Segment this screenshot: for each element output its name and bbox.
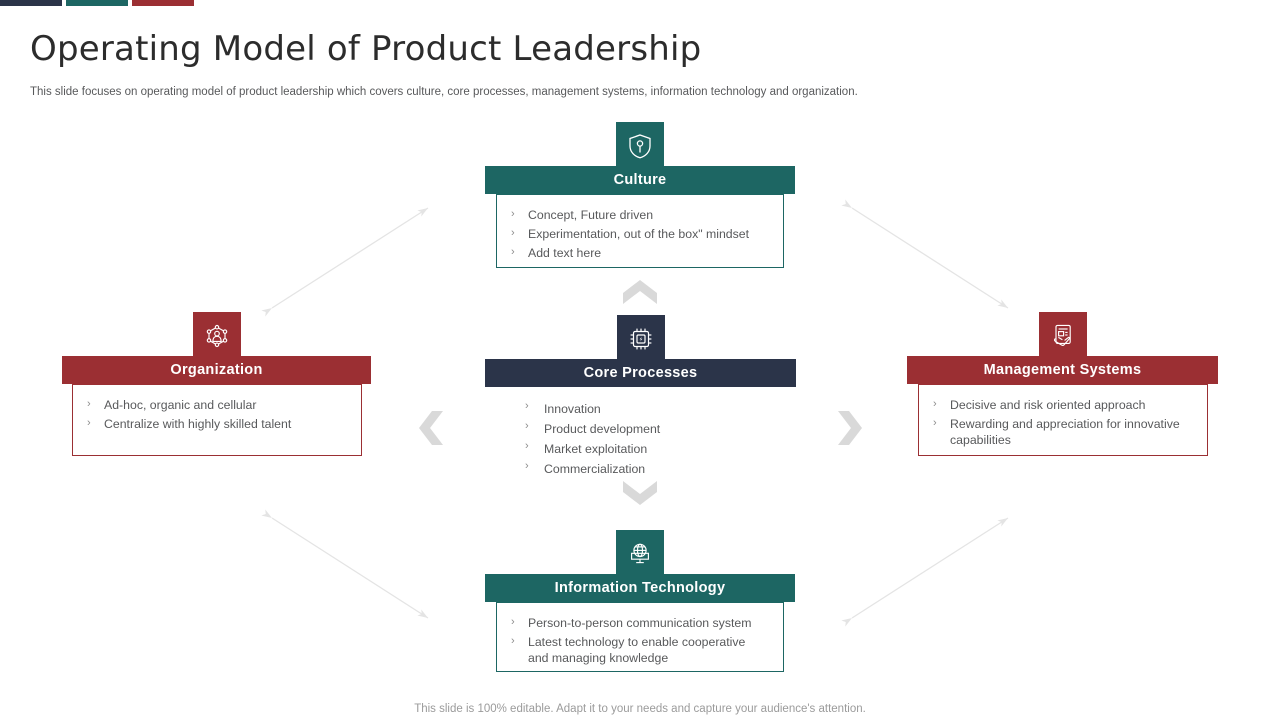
list-item: › Innovation xyxy=(525,399,767,419)
chevron-right-icon xyxy=(838,411,862,445)
node-organization-title: Organization xyxy=(62,356,371,384)
list-item-label: Person-to-person communication system xyxy=(528,616,752,630)
bullet-marker: › xyxy=(525,460,529,473)
accent-bar-strip xyxy=(0,0,1280,6)
list-item-label: Market exploitation xyxy=(544,442,648,457)
list-item-label: Decisive and risk oriented approach xyxy=(950,398,1146,412)
list-item-label: Experimentation, out of the box" mindset xyxy=(528,227,750,242)
arrow-org-culture xyxy=(261,207,429,317)
page-subtitle: This slide focuses on operating model of… xyxy=(30,86,858,98)
list-item: › Latest technology to enable cooperativ… xyxy=(511,634,769,666)
bullet-marker: › xyxy=(511,246,515,259)
chevron-left-icon xyxy=(419,411,443,445)
arrow-org-it xyxy=(261,509,429,619)
list-item-label: Add text here xyxy=(528,246,602,261)
accent-bar-teal xyxy=(66,0,128,6)
page-title: Operating Model of Product Leadership xyxy=(30,29,702,69)
list-item-label: Latest technology to enable cooperative … xyxy=(528,635,746,666)
list-item-label: Innovation xyxy=(544,402,601,416)
globe-monitor-icon xyxy=(616,530,664,578)
node-information-technology-title: Information Technology xyxy=(485,574,795,602)
chevron-down-icon xyxy=(623,481,657,505)
bullet-marker: › xyxy=(525,440,529,453)
network-person-icon xyxy=(192,312,241,360)
tablet-hand-icon xyxy=(1038,312,1087,360)
list-item: › Market exploitation xyxy=(525,439,767,459)
bullet-marker: › xyxy=(87,398,91,410)
bullet-marker: › xyxy=(525,400,529,412)
bullet-marker: › xyxy=(933,398,937,410)
node-core-processes-body: › Innovation › Product development › Mar… xyxy=(511,387,781,476)
list-item: › Add text here xyxy=(511,245,769,261)
bullet-marker: › xyxy=(511,208,515,220)
list-item-label: Product development xyxy=(544,422,661,437)
bullet-marker: › xyxy=(87,417,91,430)
node-culture-title: Culture xyxy=(485,166,795,194)
shield-icon xyxy=(616,122,664,170)
list-item: › Person-to-person communication system xyxy=(511,615,769,631)
node-organization-body: › Ad-hoc, organic and cellular › Central… xyxy=(72,384,362,456)
bullet-marker: › xyxy=(525,420,529,433)
bullet-marker: › xyxy=(511,227,515,240)
chevron-up-icon xyxy=(623,280,657,304)
list-item-label: Rewarding and appreciation for innovativ… xyxy=(950,417,1180,448)
accent-bar-navy xyxy=(0,0,62,6)
arrow-it-mgmt xyxy=(841,517,1009,627)
list-item: › Concept, Future driven xyxy=(511,207,769,223)
list-item: › Commercialization xyxy=(525,459,767,479)
arrow-culture-mgmt xyxy=(841,199,1009,309)
list-item-label: Centralize with highly skilled talent xyxy=(104,417,292,432)
chip-icon xyxy=(616,315,665,363)
list-item: › Ad-hoc, organic and cellular xyxy=(87,397,347,413)
list-item: › Experimentation, out of the box" minds… xyxy=(511,226,769,242)
slide-footer-note: This slide is 100% editable. Adapt it to… xyxy=(414,703,866,715)
bullet-marker: › xyxy=(933,417,937,430)
bullet-marker: › xyxy=(511,635,515,648)
list-item: › Decisive and risk oriented approach xyxy=(933,397,1193,413)
list-item-label: Commercialization xyxy=(544,462,646,477)
node-core-processes-title: Core Processes xyxy=(485,359,796,387)
node-management-systems-title: Management Systems xyxy=(907,356,1218,384)
node-information-technology-body: › Person-to-person communication system … xyxy=(496,602,784,672)
accent-bar-red xyxy=(132,0,194,6)
list-item: › Centralize with highly skilled talent xyxy=(87,416,347,432)
list-item-label: Ad-hoc, organic and cellular xyxy=(104,398,257,412)
node-culture-body: › Concept, Future driven › Experimentati… xyxy=(496,194,784,268)
list-item: › Product development xyxy=(525,419,767,439)
list-item-label: Concept, Future driven xyxy=(528,208,654,222)
bullet-marker: › xyxy=(511,616,515,628)
node-management-systems-body: › Decisive and risk oriented approach › … xyxy=(918,384,1208,456)
list-item: › Rewarding and appreciation for innovat… xyxy=(933,416,1193,448)
